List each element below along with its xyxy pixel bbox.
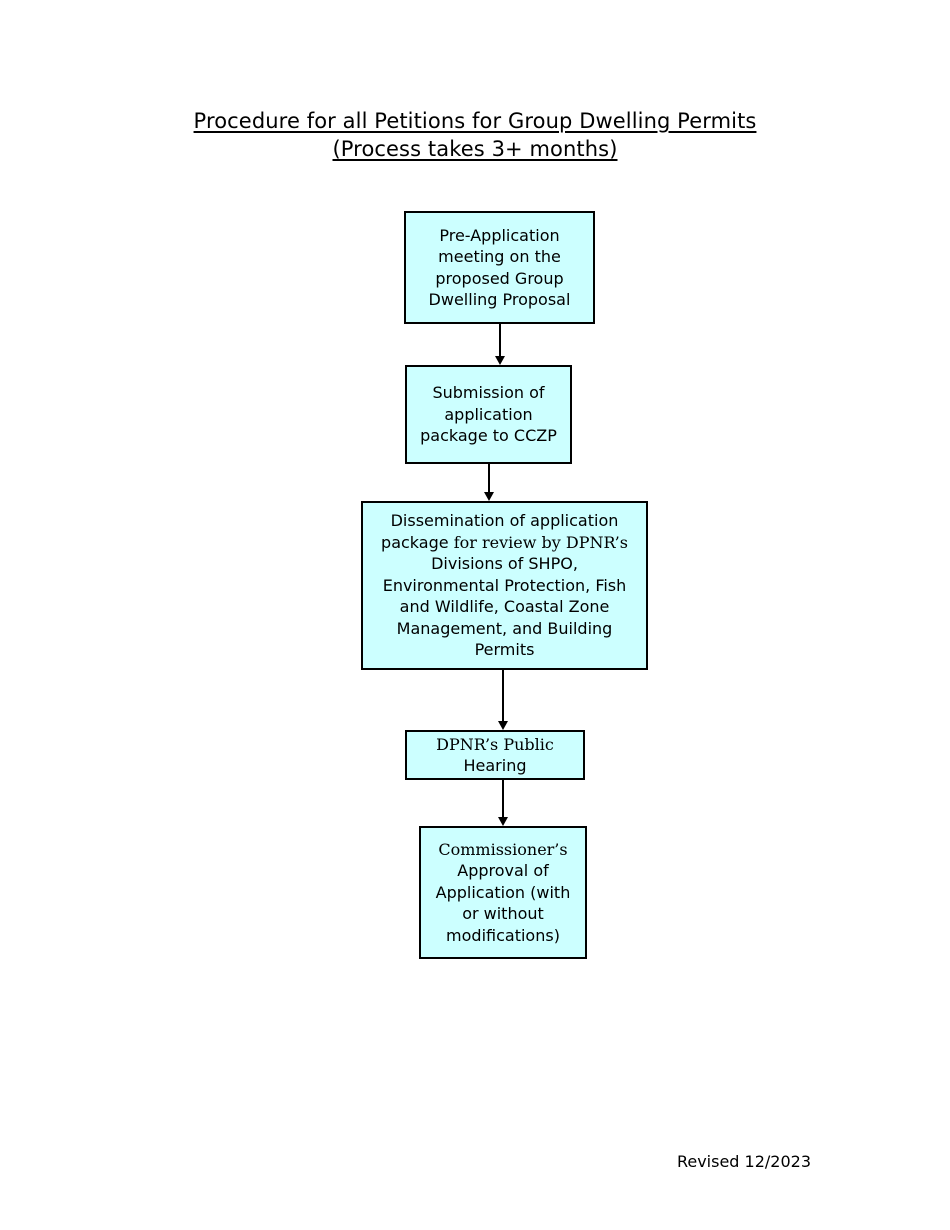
flowchart-node-label: Pre-Application meeting on the proposed …: [428, 225, 571, 310]
node-label-segment-1: DPNR’s Public: [436, 734, 554, 754]
node-label-segment-2: for review by DPNR’s: [453, 532, 628, 552]
flowchart-node-label: Dissemination of application package for…: [363, 510, 646, 661]
flowchart-node-label: Commissioner’s Approval of Application (…: [421, 839, 585, 947]
page-title-line-1: Procedure for all Petitions for Group Dw…: [193, 109, 757, 133]
arrowhead-down-icon: [498, 721, 508, 730]
node-label-segment-3: Divisions of SHPO, Environmental Protect…: [382, 554, 627, 660]
flowchart-node-pre-application-meeting: Pre-Application meeting on the proposed …: [404, 211, 595, 324]
arrow-line: [502, 780, 504, 817]
flowchart-node-dpnr-public-hearing: DPNR’s Public Hearing: [405, 730, 585, 780]
node-label-segment-2: Hearing: [463, 756, 527, 775]
page-title-line-2: (Process takes 3+ months): [332, 137, 618, 161]
arrow-line: [502, 670, 504, 721]
arrow-line: [499, 324, 501, 356]
revision-footer: Revised 12/2023: [676, 1152, 811, 1171]
flowchart-node-commissioner-approval: Commissioner’s Approval of Application (…: [419, 826, 587, 959]
arrowhead-down-icon: [495, 356, 505, 365]
node-label-segment-1: Dissemination of application package: [381, 511, 619, 552]
node-label-segment-2: Approval of Application (with or without…: [435, 861, 571, 945]
flowchart-node-submission-of-application: Submission of application package to CCZ…: [405, 365, 572, 464]
node-label-segment-1: Commissioner’s: [438, 839, 568, 859]
arrow-line: [488, 464, 490, 492]
flowchart-node-dissemination-of-application: Dissemination of application package for…: [361, 501, 648, 670]
arrowhead-down-icon: [498, 817, 508, 826]
flowchart-node-label: DPNR’s Public Hearing: [407, 734, 583, 777]
arrowhead-down-icon: [484, 492, 494, 501]
page-title: Procedure for all Petitions for Group Dw…: [0, 108, 950, 163]
flowchart-node-label: Submission of application package to CCZ…: [420, 383, 557, 446]
